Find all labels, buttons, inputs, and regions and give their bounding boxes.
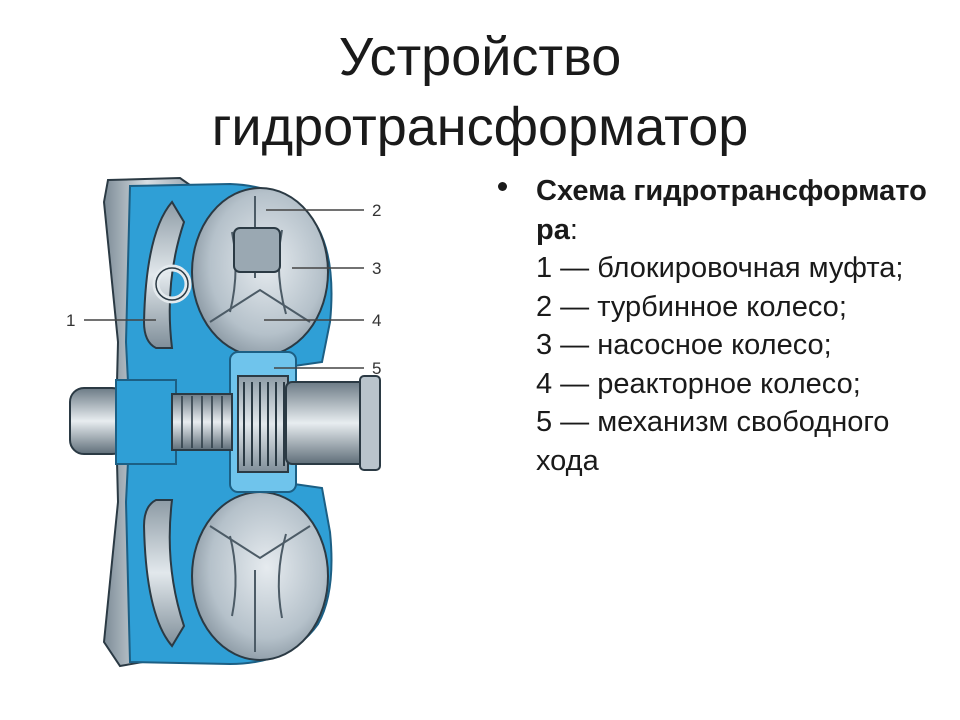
title-line-1: Устройство	[338, 27, 622, 87]
caption-item-5: 5 — механизм свободного хода	[536, 406, 890, 477]
input-shaft-collar	[115, 379, 177, 465]
slide-title: Устройство гидротрансформатор	[0, 22, 960, 162]
caption-heading-suffix: :	[569, 213, 578, 246]
turbine-wheel-lower	[191, 491, 329, 661]
clutch-spring-outline	[155, 267, 189, 301]
caption-heading: Схема гидротрансформатора	[536, 175, 927, 246]
callout-lines	[84, 209, 364, 369]
caption-item-1: 1 — блокировочная муфта;	[536, 252, 904, 284]
freewheel-mechanism	[237, 375, 289, 473]
torque-converter-illustration: 1 2 3 4 5	[66, 176, 381, 668]
freewheel-splines	[243, 382, 285, 466]
caption-text: Схема гидротрансформатора: 1 — блокирово…	[536, 172, 936, 480]
caption-item-3: 3 — насосное колесо;	[536, 329, 832, 361]
callout-3: 3	[372, 259, 381, 278]
bullet-dot	[498, 182, 507, 191]
blades-lower	[209, 525, 311, 652]
reactor-hub-upper	[233, 227, 281, 273]
output-shaft-end	[359, 375, 381, 471]
torque-converter-diagram: 1 2 3 4 5	[60, 172, 400, 672]
callout-1: 1	[66, 311, 75, 330]
title-line-2: гидротрансформатор	[211, 97, 749, 157]
callout-5: 5	[372, 359, 381, 378]
input-spline-teeth	[181, 396, 223, 448]
caption-item-2: 2 — турбинное колесо;	[536, 290, 847, 323]
caption-item-4: 4 — реакторное колесо;	[536, 367, 861, 400]
callout-4: 4	[372, 311, 381, 330]
caption-heading-line: Схема гидротрансформатора:	[536, 172, 936, 249]
callout-2: 2	[372, 201, 381, 220]
lockup-clutch-plate-lower	[142, 499, 186, 648]
